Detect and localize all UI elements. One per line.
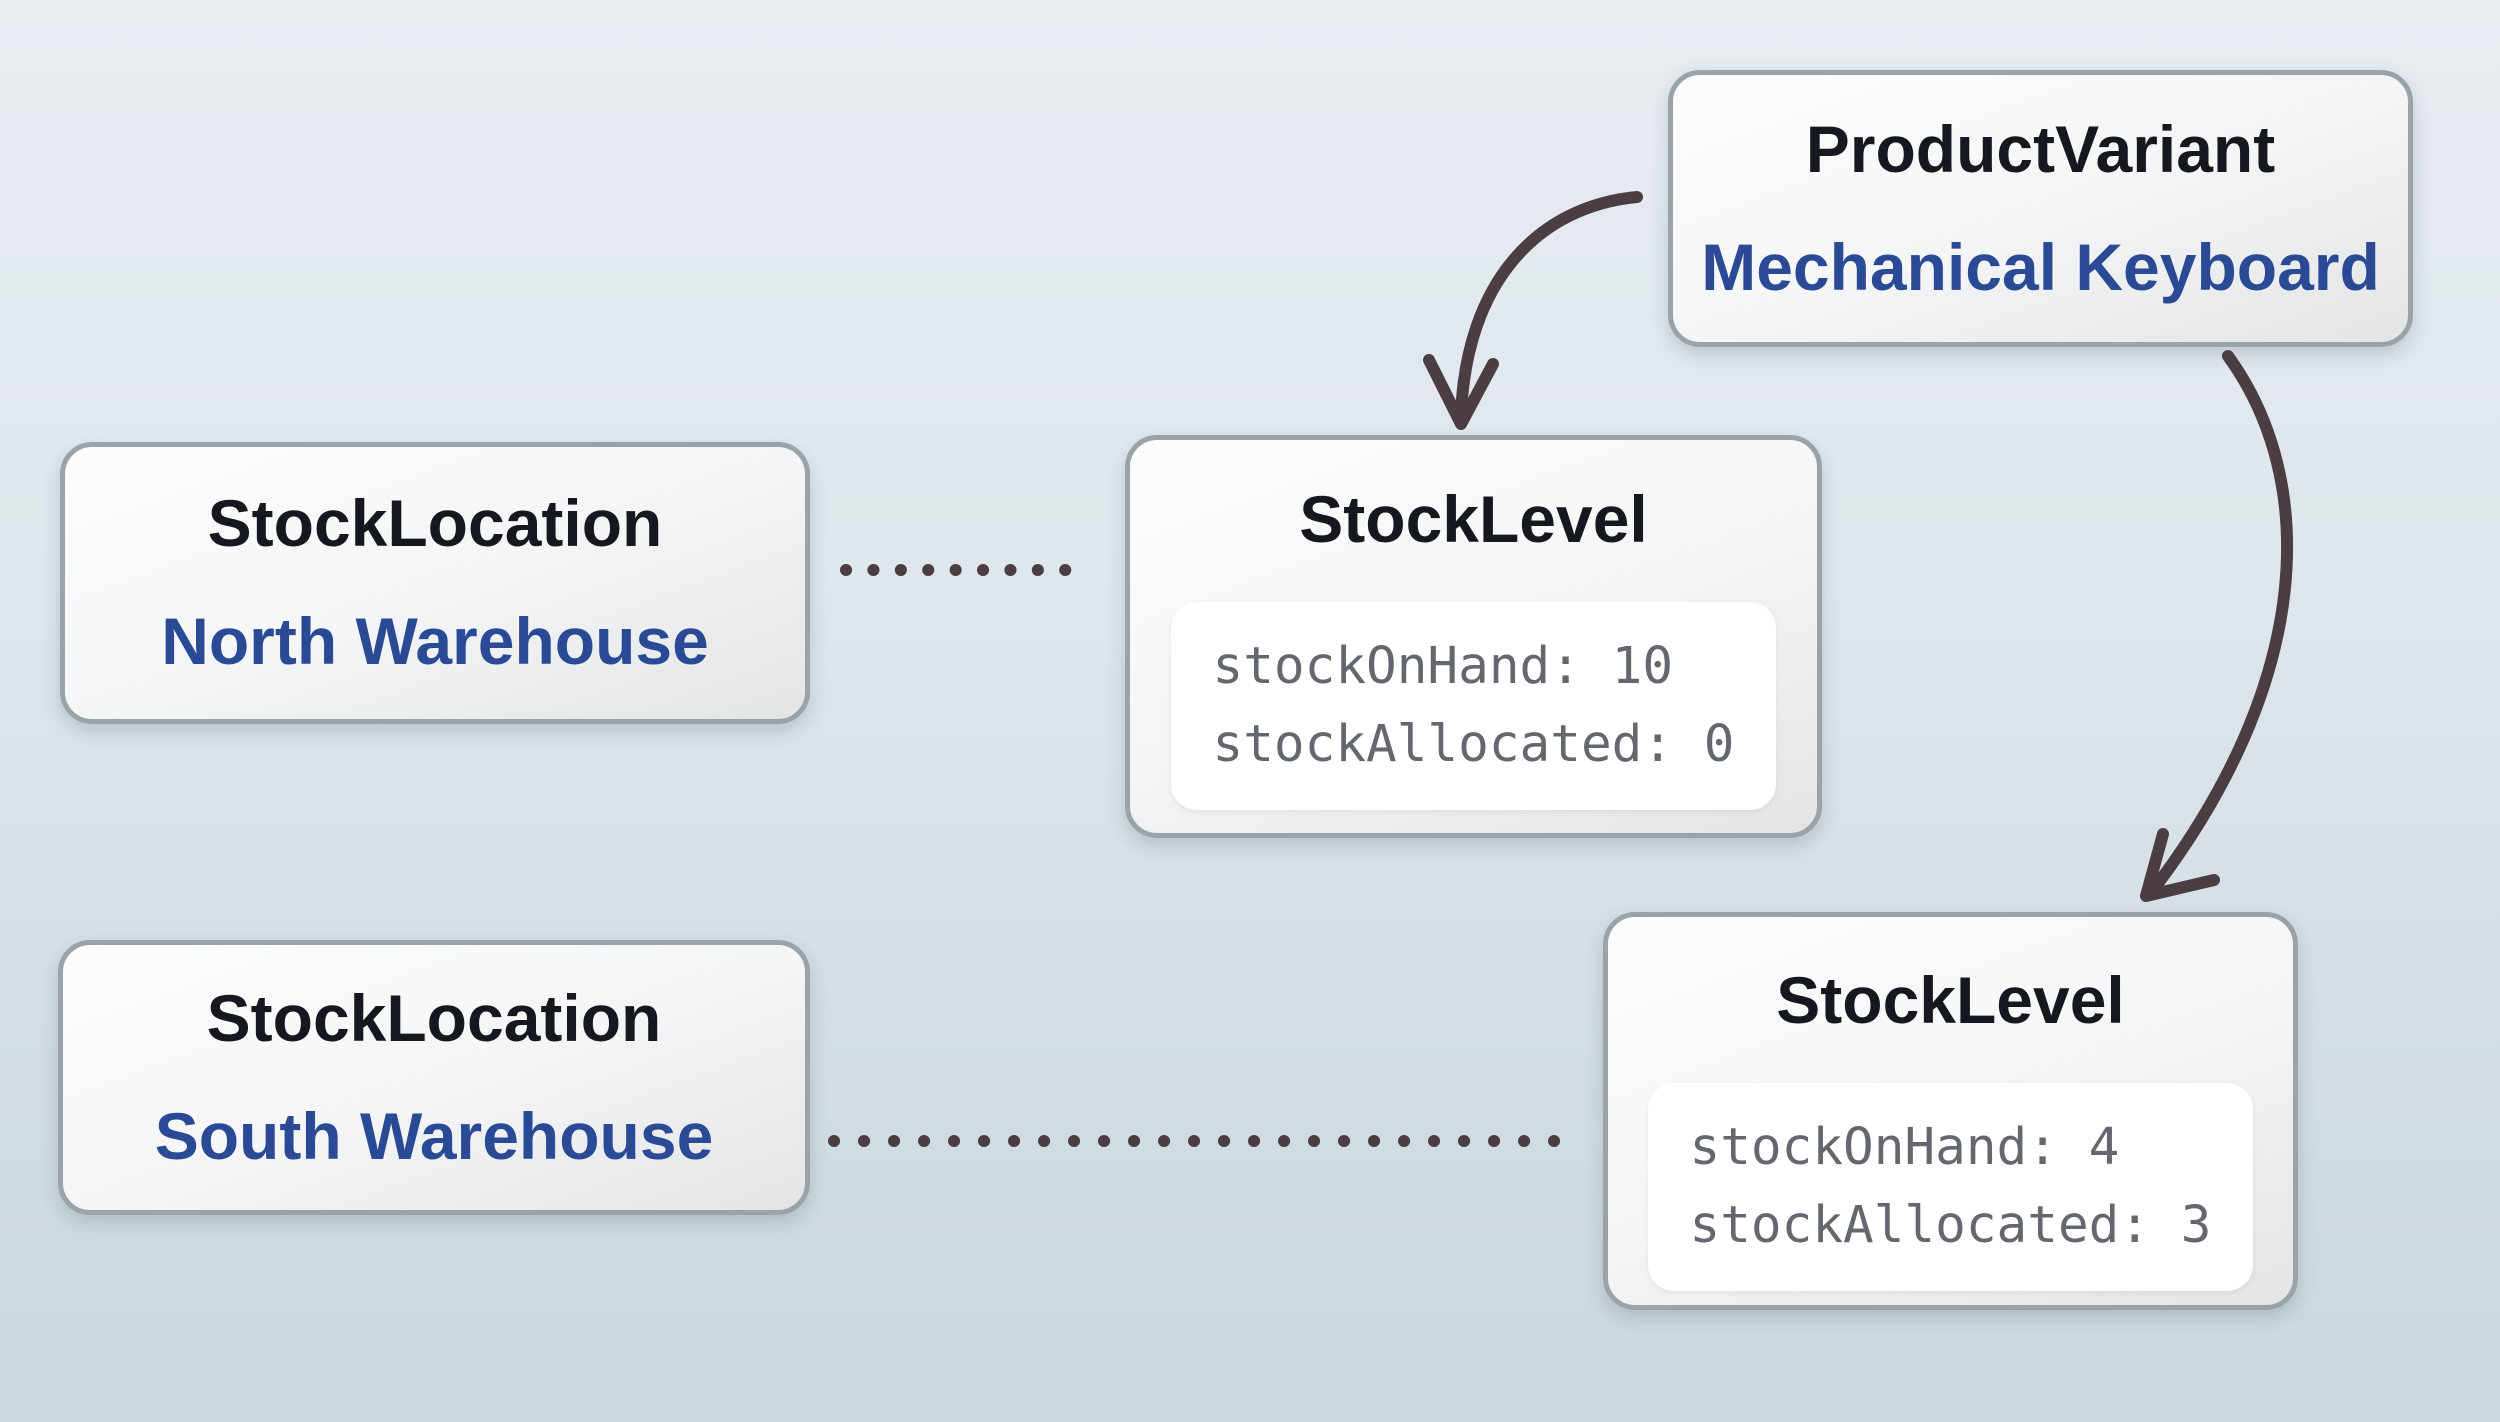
stock-on-hand-value: stockOnHand: 4: [1689, 1117, 2120, 1177]
entity-instance-label: North Warehouse: [161, 604, 709, 678]
stock-allocated-value: stockAllocated: 0: [1212, 714, 1735, 774]
entity-type-label: StockLocation: [207, 486, 663, 561]
stock-allocated-value: stockAllocated: 3: [1689, 1195, 2212, 1255]
entity-card-product-variant: ProductVariant Mechanical Keyboard: [1668, 70, 2413, 347]
arrow-productvariant-to-stocklevel-south-icon: [2144, 350, 2293, 900]
stock-on-hand-value: stockOnHand: 10: [1212, 636, 1674, 696]
entity-card-stock-location-north: StockLocation North Warehouse: [60, 442, 810, 724]
arrowhead-north-icon: [1423, 354, 1499, 430]
entity-card-stock-level-south: StockLevel stockOnHand: 4 stockAllocated…: [1603, 912, 2298, 1310]
entity-type-label: StockLocation: [206, 980, 662, 1055]
arrow-productvariant-to-stocklevel-north-icon: [1455, 191, 1643, 424]
entity-type-label: StockLevel: [1299, 482, 1648, 556]
entity-card-stock-level-north: StockLevel stockOnHand: 10 stockAllocate…: [1125, 435, 1822, 838]
entity-instance-label: Mechanical Keyboard: [1701, 229, 2380, 304]
entity-type-label: StockLevel: [1776, 963, 2125, 1037]
arrowhead-south-icon: [2140, 828, 2220, 902]
entity-type-label: ProductVariant: [1805, 111, 2276, 186]
entity-card-stock-location-south: StockLocation South Warehouse: [58, 940, 810, 1215]
stock-level-fields-panel: stockOnHand: 4 stockAllocated: 3: [1647, 1082, 2254, 1291]
stock-level-fields-panel: stockOnHand: 10 stockAllocated: 0: [1170, 601, 1777, 810]
entity-instance-label: South Warehouse: [154, 1098, 714, 1173]
